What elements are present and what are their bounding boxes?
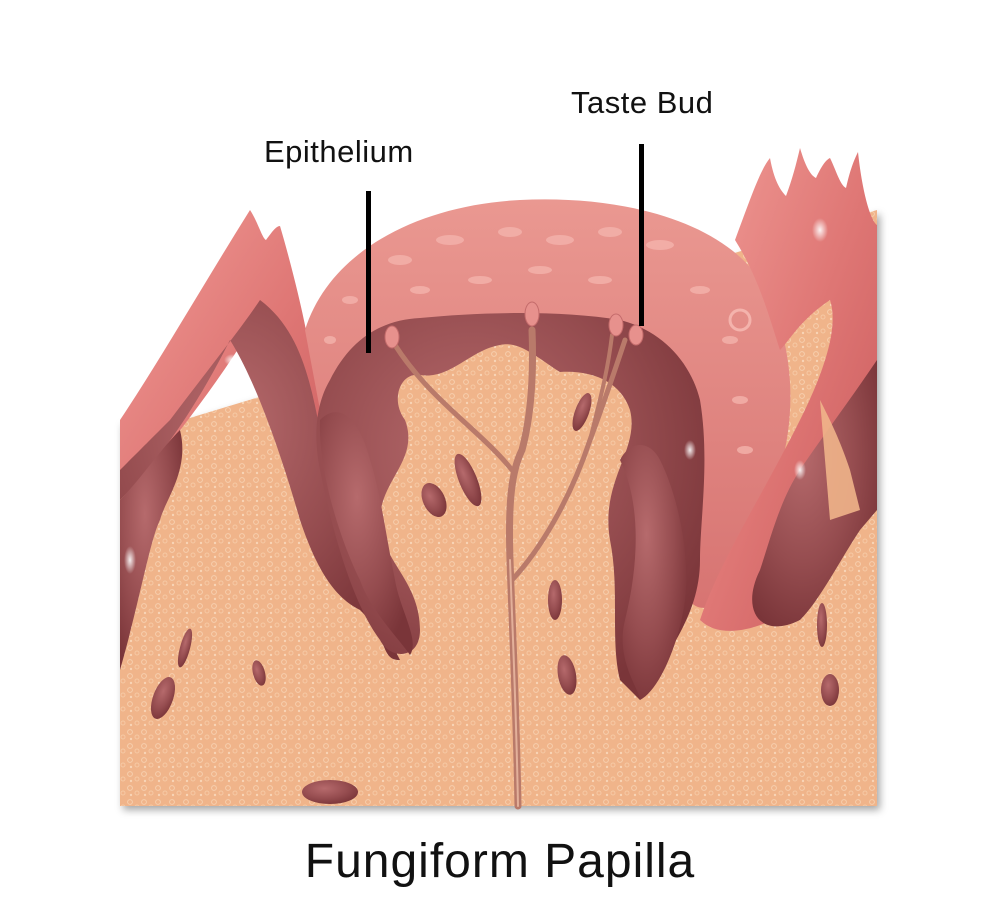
epithelial-ridges (319, 412, 687, 700)
epithelium-label: Epithelium (264, 134, 414, 169)
epithelium-leader-line (366, 191, 371, 353)
left-filiform-papilla (120, 210, 400, 670)
taste-buds (384, 301, 644, 349)
diagram-title: Fungiform Papilla (304, 835, 696, 888)
blood-vessels (150, 393, 839, 804)
right-filiform-papillae (700, 148, 877, 631)
taste-bud-leader-line (639, 144, 644, 326)
nerve-fibers (392, 326, 628, 810)
taste-bud-label: Taste Bud (571, 85, 714, 120)
